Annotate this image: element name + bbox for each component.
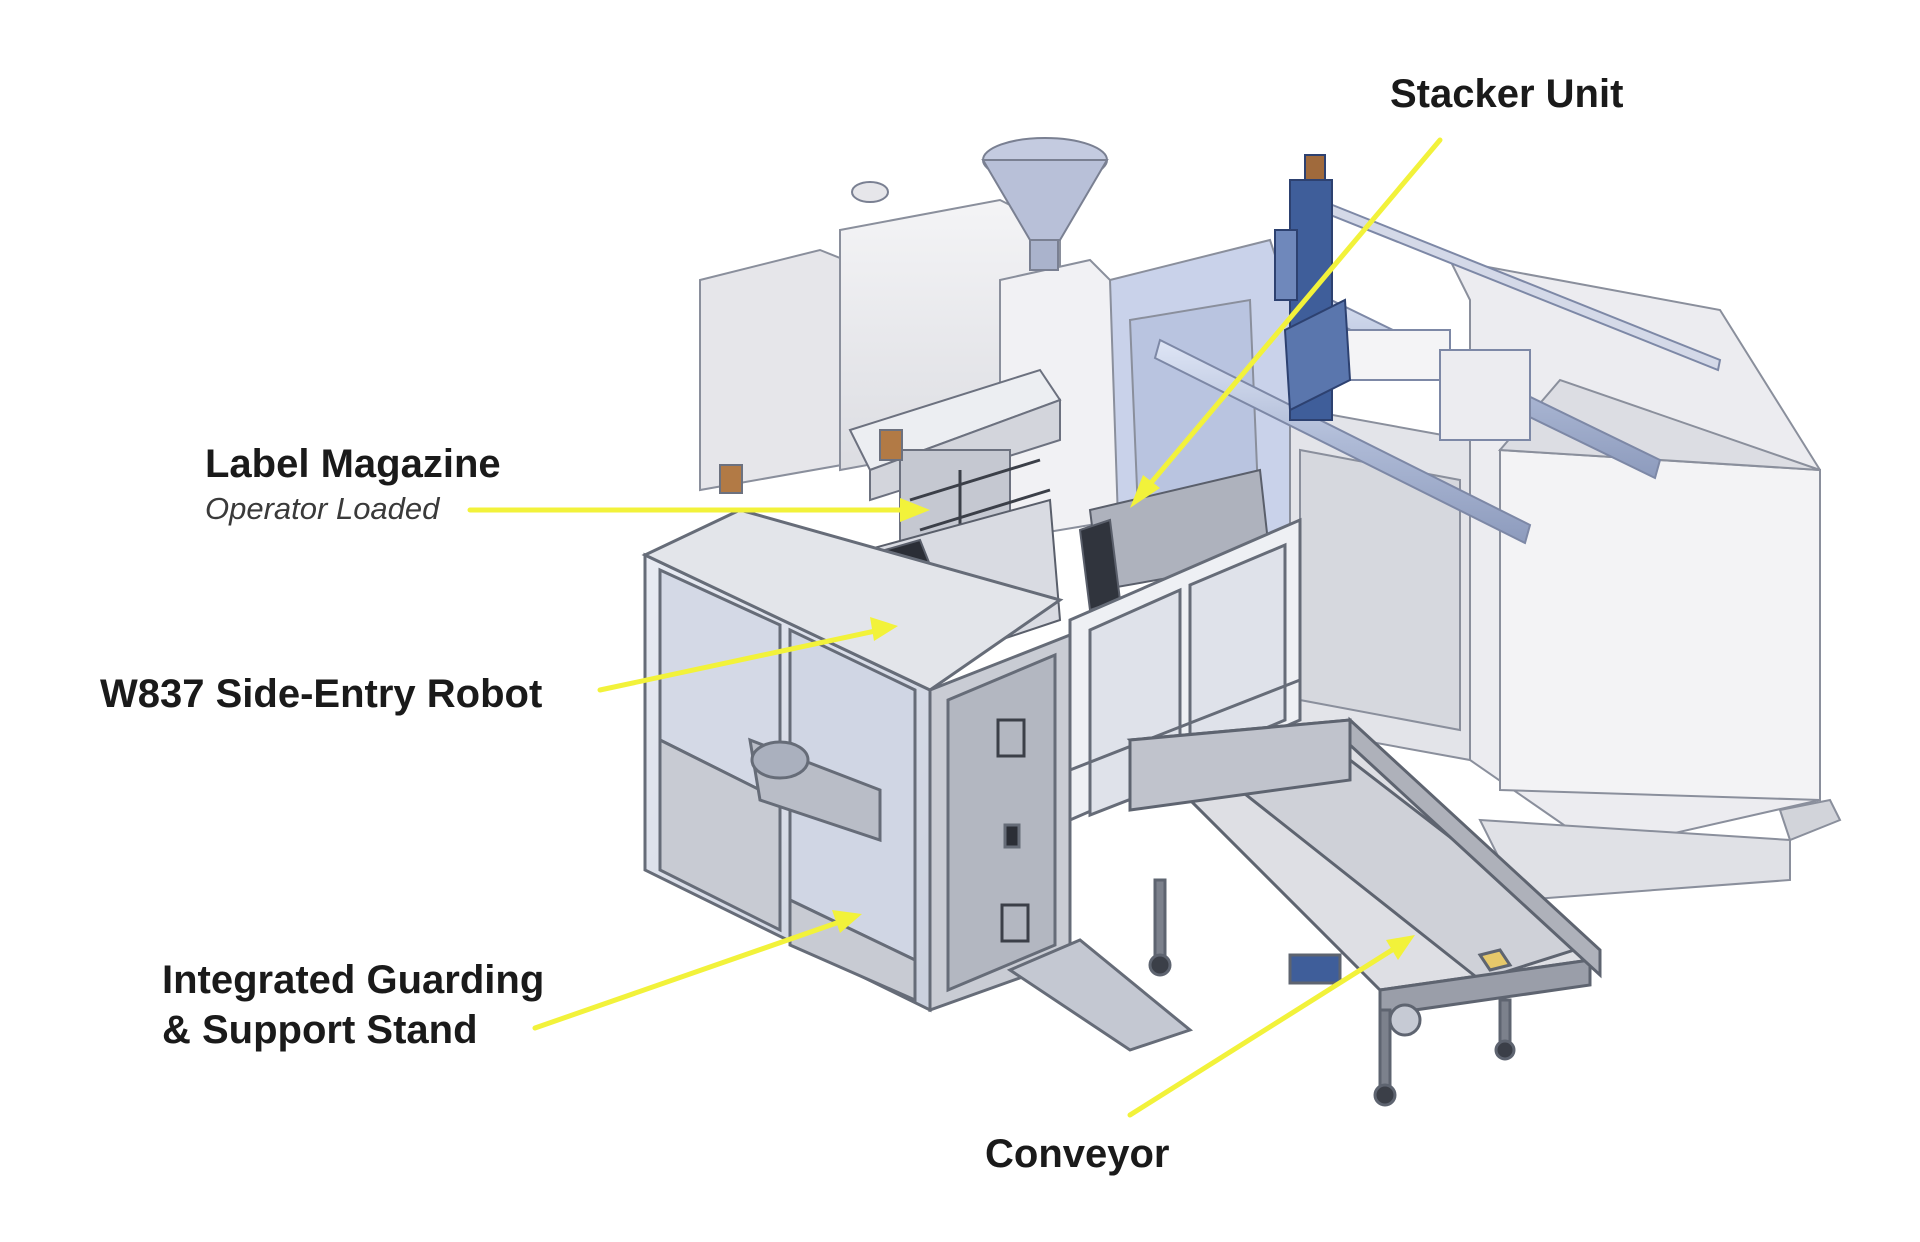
conveyor-leader xyxy=(1127,935,1415,1118)
stacker-column xyxy=(1274,154,1352,421)
hopper xyxy=(851,137,1109,271)
integrated-guarding-line2: & Support Stand xyxy=(162,1008,478,1052)
label-magazine-leader xyxy=(467,498,930,522)
conveyor-label: Conveyor xyxy=(985,1132,1170,1176)
stacker-unit-leader xyxy=(1130,137,1443,508)
side-entry-robot-label: W837 Side-Entry Robot xyxy=(100,672,543,716)
integrated-guarding-label: Integrated Guarding & Support Stand xyxy=(162,955,544,1055)
conveyor xyxy=(1126,716,1602,1107)
guarding-cabinet xyxy=(641,508,1302,1052)
guarding-leader xyxy=(532,910,862,1031)
side-entry-robot-leader xyxy=(597,617,898,693)
callout-lines xyxy=(467,137,1443,1118)
label-magazine-title: Label Magazine xyxy=(205,442,501,486)
operator-loaded-note: Operator Loaded xyxy=(205,491,440,526)
stacker-unit-label: Stacker Unit xyxy=(1390,72,1624,116)
integrated-guarding-line1: Integrated Guarding xyxy=(162,958,545,1002)
label-magazine-label: Label Magazine Operator Loaded xyxy=(205,440,501,527)
